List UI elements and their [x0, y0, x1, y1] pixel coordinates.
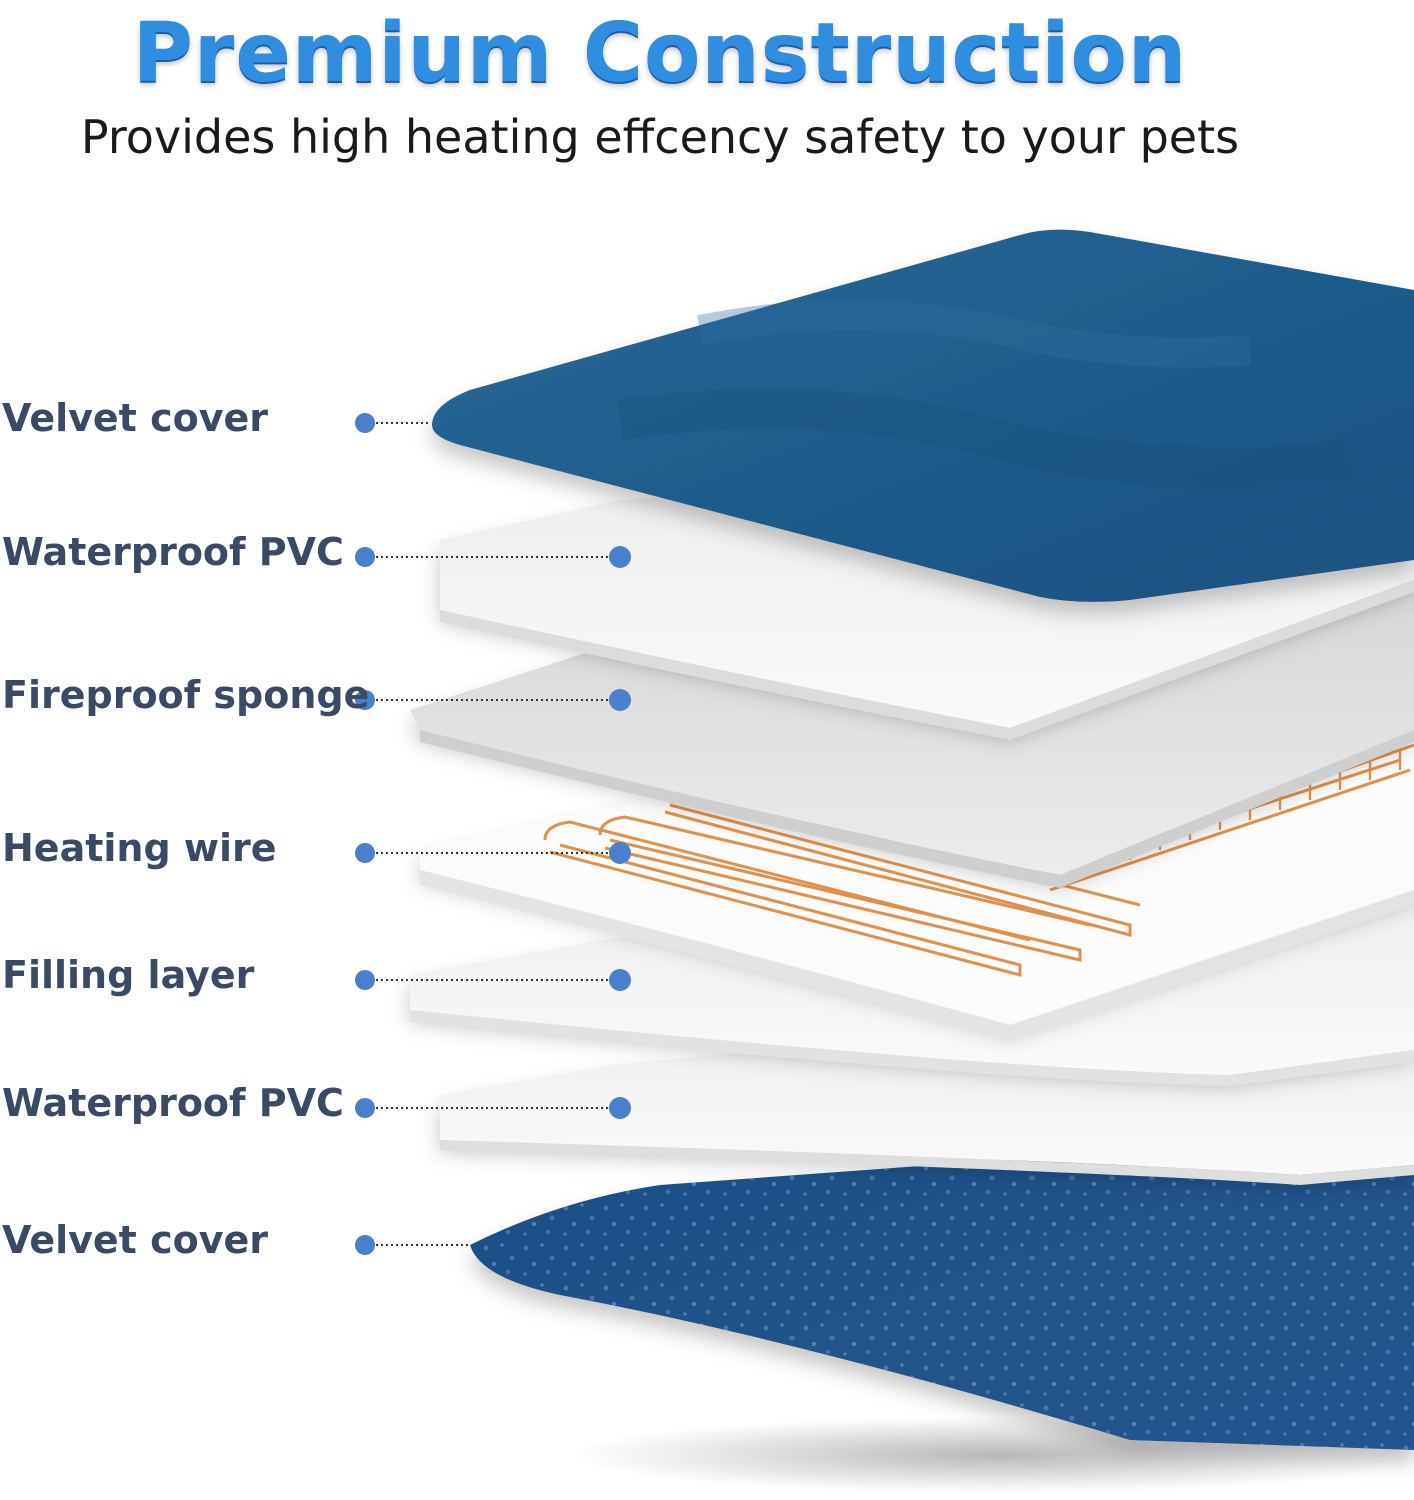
layer-velvet-cover-top: [432, 229, 1414, 602]
layer-velvet-cover-bottom: [470, 1130, 1414, 1450]
leader-velvet-top: [355, 413, 430, 433]
label-velvet-cover-bottom: Velvet cover: [2, 1218, 268, 1262]
label-waterproof-pvc-bottom: Waterproof PVC: [2, 1081, 344, 1125]
label-filling-layer: Filling layer: [2, 953, 255, 997]
page-subtitle: Provides high heating effcency safety to…: [80, 110, 1240, 164]
page-title: Premium Construction: [132, 6, 1188, 101]
leader-waterproof-pvc-top: [355, 546, 631, 568]
leader-waterproof-pvc-bottom: [355, 1097, 631, 1119]
label-fireproof-sponge: Fireproof sponge: [2, 673, 370, 717]
leader-heating-wire: [355, 842, 631, 864]
label-waterproof-pvc-top: Waterproof PVC: [2, 530, 344, 574]
leader-fireproof-sponge: [355, 689, 631, 711]
leader-velvet-bottom: [355, 1235, 470, 1255]
label-heating-wire: Heating wire: [2, 826, 277, 870]
leader-filling-layer: [355, 969, 631, 991]
label-velvet-cover-top: Velvet cover: [2, 396, 268, 440]
